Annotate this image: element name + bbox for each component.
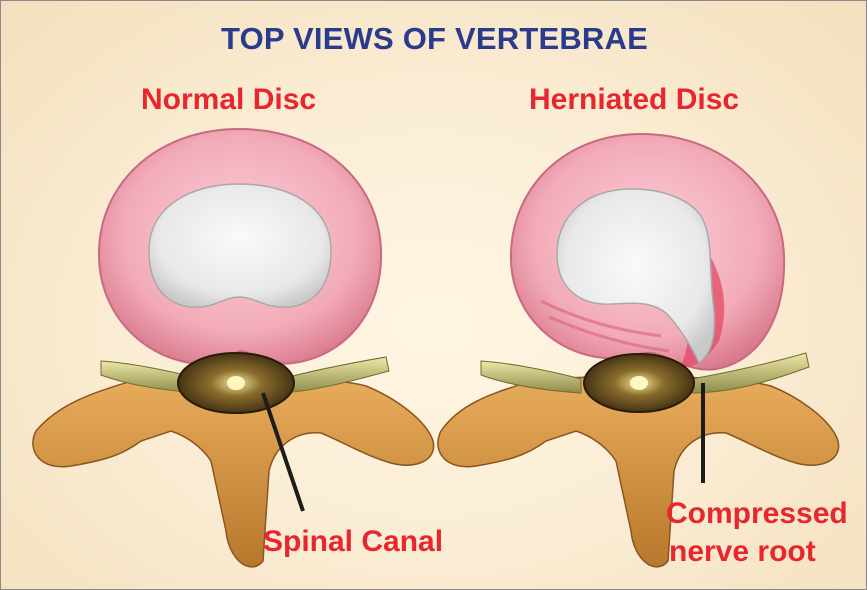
herniated-disc-label: Herniated Disc — [529, 83, 739, 117]
normal-disc-label: Normal Disc — [141, 83, 316, 117]
normal-disc-nucleus — [149, 184, 331, 307]
compressed-nerve-root-label-line1: Compressed — [666, 497, 848, 531]
compressed-nerve-root-label-line2: nerve root — [669, 535, 816, 569]
normal-vertebra — [33, 129, 434, 567]
herniated-spinal-cord-center — [630, 376, 648, 390]
diagram-title: TOP VIEWS OF VERTEBRAE — [1, 21, 867, 57]
normal-spinal-cord-center — [227, 376, 245, 390]
spinal-canal-label: Spinal Canal — [263, 525, 443, 559]
